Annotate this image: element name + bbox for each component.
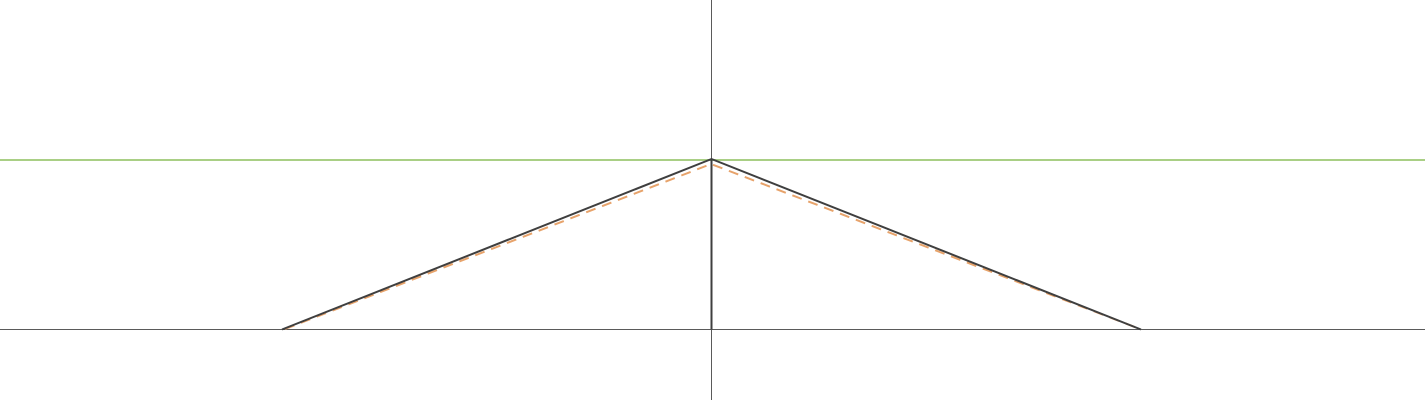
triangle-outline <box>281 158 1142 331</box>
